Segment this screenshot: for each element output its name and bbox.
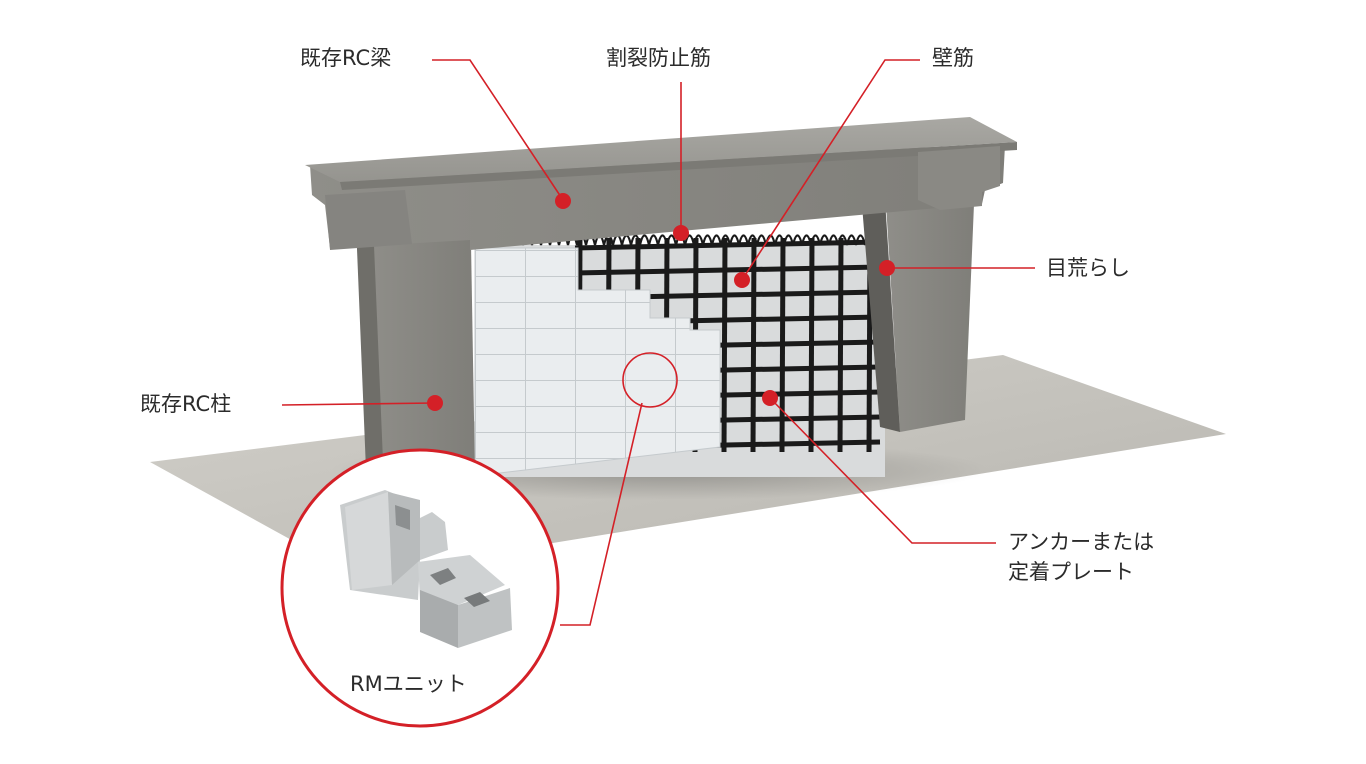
dot-existing-column [427,395,443,411]
label-existing-beam: 既存RC梁 [300,46,392,70]
label-wall-rebar: 壁筋 [932,46,974,70]
callout-lines [281,59,1035,626]
dot-wall-rebar [734,272,750,288]
dot-split-rebar [673,225,689,241]
label-split-prevention-rebar: 割裂防止筋 [606,46,711,70]
rebar-bar [574,264,881,276]
label-existing-column: 既存RC柱 [140,392,232,416]
dot-anchor [762,390,778,406]
dot-roughening [879,260,895,276]
dot-existing-beam [555,193,571,209]
rm-block-masonry [474,247,721,477]
magnify-source-circle [622,352,678,408]
right-column [885,180,975,432]
left-column [368,185,475,485]
label-anchor-line1: アンカーまたは [1008,530,1155,554]
label-rm-unit: RMユニット [350,672,467,696]
beam-top [305,117,1017,182]
rm-unit-block-illustration [340,490,512,648]
callout-dots [427,193,895,411]
label-roughening: 目荒らし [1046,256,1130,280]
label-anchor-line2: 定着プレート [1008,560,1134,584]
